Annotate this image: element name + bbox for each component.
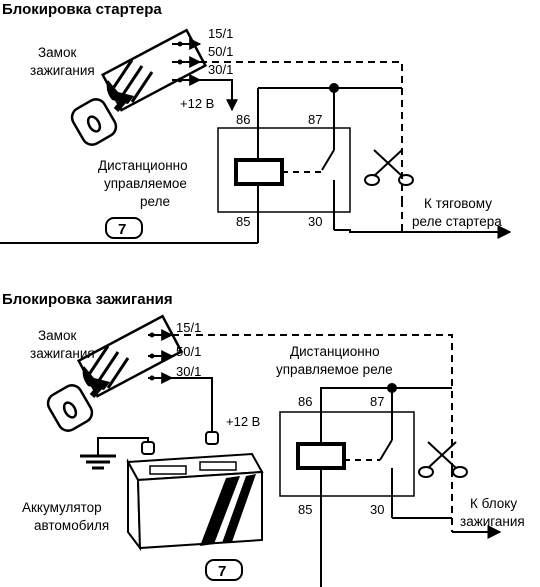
pin-30: 30 [308, 214, 322, 229]
ignition-key-icon [46, 314, 184, 432]
voltage-label: +12 В [180, 96, 214, 111]
battery-label-line2: автомобиля [34, 518, 109, 533]
terminal-15-1: 15/1 [208, 26, 233, 41]
badge-7: 7 [105, 217, 143, 239]
output2-label-line2: зажигания [460, 514, 525, 529]
terminal2-30-1: 30/1 [176, 364, 201, 379]
pin2-87: 87 [370, 394, 384, 409]
battery-icon [126, 431, 264, 552]
scissors-icon [364, 149, 414, 186]
output-label-line2: реле стартера [412, 214, 502, 229]
svg-text:7: 7 [118, 221, 126, 238]
relay2-label-line1: Дистанционно [290, 344, 380, 359]
pin-87: 87 [308, 112, 322, 127]
relay-label-line2: управляемое [104, 176, 187, 191]
relay2-coil [296, 442, 346, 470]
badge-7: 7 [205, 559, 243, 581]
pin-85: 85 [236, 214, 250, 229]
pin2-30: 30 [370, 502, 384, 517]
terminal-50-1: 50/1 [208, 44, 233, 59]
terminal2-50-1: 50/1 [176, 344, 201, 359]
relay2-label-line2: управляемое реле [276, 362, 393, 377]
ignition2-label-line1: Замок [38, 328, 76, 343]
pin-86: 86 [236, 112, 250, 127]
voltage2-label: +12 В [226, 414, 260, 429]
output2-label-line1: К блоку [470, 496, 517, 511]
scissors-icon [418, 441, 468, 478]
battery-label-line1: Аккумулятор [22, 500, 102, 515]
pin2-85: 85 [298, 502, 312, 517]
ignition-key-icon [70, 28, 208, 146]
ignition2-terminals [148, 329, 174, 384]
relay2-box [279, 411, 415, 497]
ignition-label-line1: Замок [38, 45, 76, 60]
terminal2-15-1: 15/1 [176, 320, 201, 335]
output-label-line1: К тяговому [424, 196, 492, 211]
section-starter-lock: Блокировка стартера Замок зажигания 15/1… [0, 1, 512, 244]
section1-title: Блокировка стартера [2, 1, 162, 18]
ignition-label-line2: зажигания [30, 63, 95, 78]
relay-box [217, 127, 351, 213]
relay-coil [234, 158, 284, 186]
relay-label-line1: Дистанционно [98, 158, 188, 173]
svg-text:7: 7 [218, 563, 226, 580]
relay-label-line3: реле [140, 194, 170, 209]
section-ignition-lock: Блокировка зажигания Замок зажигания 15/… [2, 291, 525, 587]
ground-icon [80, 454, 116, 470]
terminal-30-1: 30/1 [208, 62, 233, 77]
pin2-86: 86 [298, 394, 312, 409]
ignition-terminals [172, 38, 202, 86]
section2-title: Блокировка зажигания [2, 291, 173, 308]
ignition2-label-line2: зажигания [30, 346, 95, 361]
